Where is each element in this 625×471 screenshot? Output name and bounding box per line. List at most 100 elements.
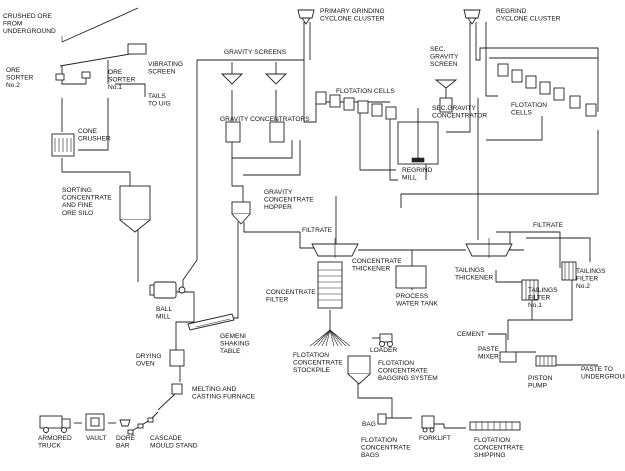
label-line: PISTON	[528, 375, 553, 382]
label-line: AND FINE	[62, 202, 93, 209]
label-line: SCREEN	[148, 69, 176, 76]
label-line: CONCENTRATE	[293, 360, 343, 367]
label-line: PUMP	[528, 383, 548, 390]
label-line: THICKENER	[455, 275, 493, 282]
gravity-screen-1-icon	[220, 73, 244, 85]
stockpile-icon	[309, 329, 351, 347]
label-line: UNDERGROUND	[3, 28, 56, 35]
piston-pump-icon	[535, 355, 557, 367]
label-line: GRAVITY	[430, 54, 459, 61]
label-line: FLOTATION	[511, 102, 547, 109]
label-line: FLOTATION	[293, 352, 329, 359]
label-line: SORTER	[108, 77, 136, 84]
label-line: CONE	[78, 128, 98, 135]
regrind-cyclone-icon	[463, 9, 481, 25]
label-flotation-cells-1: FLOTATION CELLS	[336, 88, 395, 95]
sec-gravity-screen-icon	[434, 79, 458, 89]
label-line: FILTER	[266, 297, 288, 304]
label-paste-underground: PASTE TOUNDERGROUND	[581, 366, 625, 381]
label-bag: BAG	[362, 421, 376, 428]
shipping-conveyor-icon	[469, 421, 521, 431]
label-line: FORKLIFT	[419, 435, 451, 442]
label-line: FROM	[3, 21, 22, 28]
label-filtrate-1: FILTRATE	[302, 227, 333, 234]
label-line: FLOTATION	[378, 360, 414, 367]
flotation-cells-1-icon	[315, 91, 397, 120]
label-line: CONCENTRATE	[352, 258, 402, 265]
label-line: LOADER	[370, 347, 397, 354]
label-line: VAULT	[86, 435, 106, 442]
label-filtrate-2: FILTRATE	[533, 222, 564, 229]
label-gravity-concentrators: GRAVITY CONCENTRATORS	[220, 116, 310, 123]
label-line: MOULD STAND	[150, 443, 198, 450]
label-gravity-screens: GRAVITY SCREENS	[224, 49, 287, 56]
flotation-cells-2-icon	[497, 63, 597, 117]
label-line: GRAVITY SCREENS	[224, 49, 287, 56]
label-line: GEMENI	[220, 333, 246, 340]
label-line: CRUSHER	[78, 136, 111, 143]
label-line: CASTING FURNACE	[192, 394, 256, 401]
label-line: REGRIND	[496, 8, 527, 15]
label-line: CONCENTRATOR	[432, 113, 487, 120]
label-line: TAILINGS	[528, 287, 558, 294]
label-vault: VAULT	[86, 435, 106, 442]
label-line: STOCKPILE	[293, 367, 330, 374]
label-line: BAR	[116, 443, 130, 450]
bagging-system-icon	[347, 355, 371, 385]
label-line: PROCESS	[396, 293, 429, 300]
label-line: GRAVITY	[264, 189, 293, 196]
label-line: FILTER	[576, 276, 598, 283]
dore-bar-icon	[119, 419, 131, 427]
melting-furnace-icon	[171, 383, 183, 395]
forklift-icon	[421, 415, 445, 433]
label-line: PRIMARY GRINDING	[320, 8, 385, 15]
label-line: MIXER	[478, 354, 499, 361]
tailings-filter-1-icon	[521, 279, 539, 301]
gemini-table-icon	[187, 313, 235, 331]
label-line: SHIPPING	[474, 452, 506, 459]
label-line: CEMENT	[457, 331, 485, 338]
label-line: CONCENTRATE	[474, 445, 524, 452]
label-line: MELTING AND	[192, 386, 236, 393]
label-line: FILTRATE	[533, 222, 564, 229]
vault-icon	[85, 413, 105, 431]
label-line: CONCENTRATE	[361, 445, 411, 452]
label-line: FLOTATION CELLS	[336, 88, 395, 95]
equipment	[39, 9, 597, 435]
label-line: BALL	[156, 306, 172, 313]
vibrating-screen-icon	[127, 43, 147, 55]
label-line: SCREEN	[430, 61, 458, 68]
label-line: BAG	[362, 421, 376, 428]
label-line: SEC.GRAVITY	[432, 105, 476, 112]
label-line: BAGGING SYSTEM	[378, 375, 438, 382]
label-line: CELLS	[511, 110, 532, 117]
label-line: CONCENTRATE	[62, 195, 112, 202]
concentrate-thickener-icon	[311, 238, 359, 258]
label-line: CYCLONE CLUSTER	[320, 16, 385, 23]
label-line: REGRIND	[402, 167, 433, 174]
label-line: THICKENER	[352, 266, 390, 273]
label-line: CONCENTRATE	[266, 289, 316, 296]
label-line: BAGS	[361, 452, 380, 459]
label-cement: CEMENT	[457, 331, 485, 338]
process-water-tank-icon	[395, 265, 427, 289]
label-line: TAILINGS	[455, 267, 485, 274]
